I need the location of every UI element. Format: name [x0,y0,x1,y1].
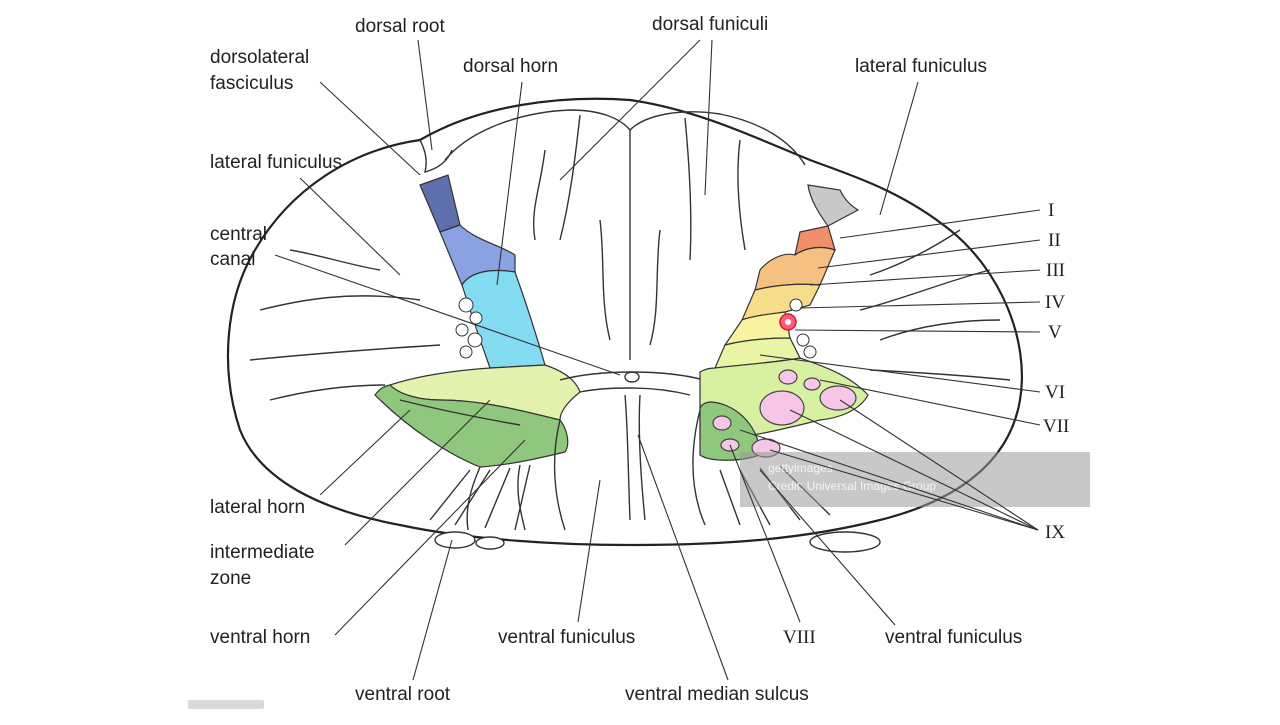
ventral-funiculus-lines [466,409,706,531]
label-dorsolateral: dorsolateral [210,47,309,68]
label-ventral-root: ventral root [355,684,451,705]
left-ventral-horn-split [399,399,521,426]
dorsal-column-left [444,109,631,360]
label-intermediate: intermediate [210,542,315,563]
label-ventral-horn: ventral horn [210,627,310,648]
watermark-brand: gettyimages [768,461,833,475]
label-dorsal-funiculi: dorsal funiculi [652,14,768,35]
label-dorsal-horn: dorsal horn [463,56,558,77]
label-dorsal-root: dorsal root [355,16,445,37]
label-central: central [210,224,267,245]
label-ventral-funiculus-center: ventral funiculus [498,627,635,648]
label-ventral-funiculus-right: ventral funiculus [885,627,1022,648]
right-ventral-horn [699,401,761,461]
ventral-median-fissure [624,394,646,521]
gray-commissure [559,371,711,396]
highlighted-nucleus-center [785,319,791,325]
label-lateral-horn: lateral horn [210,497,305,518]
label-lamina-VII: VII [1043,416,1069,437]
dorsal-fissure [532,114,746,346]
white-matter-lines-right [859,229,1011,381]
label-lamina-V: V [1048,322,1062,343]
watermark-credit: Credit: Universal Images Group [768,479,936,493]
label-lamina-IX: IX [1045,522,1065,543]
label-lateral-funiculus-right: lateral funiculus [855,56,987,77]
label-lamina-I: I [1048,200,1054,221]
label-lamina-VI: VI [1045,382,1065,403]
ventral-root-blob-left [434,531,476,549]
label-lateral-funiculus-left: lateral funiculus [210,152,342,173]
lamina-I-region [807,184,860,227]
watermark-bar [740,452,1090,507]
label-lamina-III: III [1046,260,1065,281]
label-canal: canal [210,249,255,270]
leader-lines [274,39,1041,681]
ventral-rootlets-left [429,464,531,531]
label-zone: zone [210,568,251,589]
central-canal [624,371,640,383]
label-lamina-VIII: VIII [783,627,816,648]
white-matter-lines-left [249,249,441,401]
label-ventral-median-sulcus: ventral median sulcus [625,684,809,705]
left-reticular-cells [455,297,483,359]
right-reticular-cells [789,298,817,359]
dorsal-column-right [629,111,806,166]
video-progress-track[interactable] [188,700,264,709]
ventral-root-blob-left-2 [475,536,505,550]
ventral-root-blob-right [809,531,881,553]
label-lamina-IV: IV [1045,292,1065,313]
label-lamina-II: II [1048,230,1061,251]
label-fasciculus: fasciculus [210,73,293,94]
